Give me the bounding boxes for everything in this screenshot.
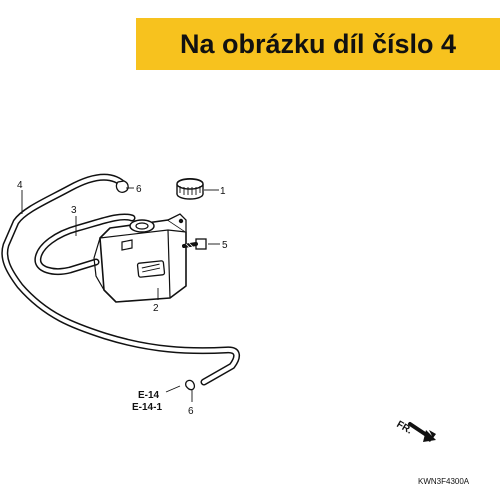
hose-part-4 [1,173,240,386]
callout-3: 3 [71,205,77,216]
clip-part-6-top [115,180,129,193]
callout-1: 1 [220,186,226,197]
reservoir-tank-part-2 [93,213,187,303]
callout-4: 4 [17,180,23,191]
diagram-code: KWN3F4300A [418,477,470,486]
part-banner: Na obrázku díl číslo 4 [136,18,500,70]
leader-lines [21,187,220,402]
front-direction-arrow [408,422,436,442]
callout-6-bottom: 6 [188,406,194,417]
reference-e14: E-14 [138,390,160,401]
reference-e14-1: E-14-1 [132,402,162,413]
callout-2: 2 [153,303,159,314]
cap-part-1 [176,178,204,200]
clip-part-6-bottom [185,379,196,391]
bolt-part-5 [182,238,207,250]
hose-part-3 [34,213,136,275]
front-direction-label: FR. [395,419,415,437]
callout-5: 5 [222,240,228,251]
banner-text: Na obrázku díl číslo 4 [179,28,457,59]
callout-6-top: 6 [136,184,142,195]
